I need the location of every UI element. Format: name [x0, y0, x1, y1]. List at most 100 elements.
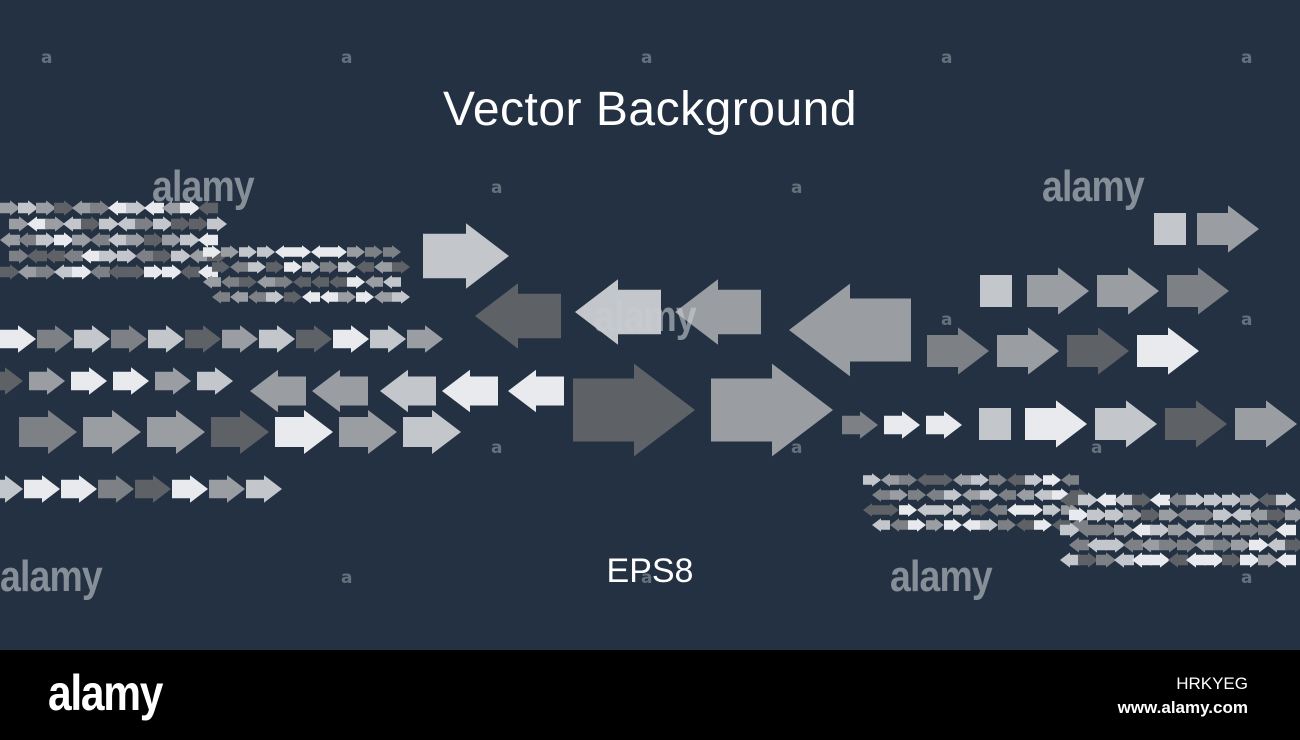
- arrow-left-icon: [1123, 537, 1143, 553]
- arrow-left-icon: [45, 248, 65, 264]
- arrow-right-icon: [370, 325, 406, 353]
- arrow-right-icon: [257, 245, 275, 259]
- arrow-left-icon: [162, 200, 182, 216]
- arrow-left-icon: [1267, 537, 1287, 553]
- arrow-right-icon: [1096, 552, 1116, 568]
- arrow-right-icon: [135, 216, 155, 232]
- arrow-right-icon: [989, 473, 1007, 487]
- watermark-mark: a: [341, 568, 353, 588]
- arrow-left-icon: [1276, 522, 1296, 538]
- arrow-left-icon: [72, 200, 92, 216]
- arrow-left-icon: [989, 503, 1007, 517]
- arrow-right-icon: [180, 200, 200, 216]
- arrow-left-icon: [230, 260, 248, 274]
- arrow-right-icon: [0, 200, 20, 216]
- arrow-right-icon: [0, 325, 36, 353]
- arrow-left-icon: [356, 260, 374, 274]
- arrow-right-icon: [155, 367, 191, 395]
- arrow-right-icon: [711, 363, 833, 457]
- arrow-right-icon: [1285, 537, 1300, 553]
- arrow-right-icon: [284, 290, 302, 304]
- arrow-right-icon: [36, 264, 56, 280]
- arrow-left-icon: [257, 275, 275, 289]
- watermark-logo: alamy: [1042, 162, 1145, 211]
- headline: Vector Background: [442, 83, 858, 136]
- arrow-right-icon: [890, 488, 908, 502]
- stock-footer-bar: [0, 650, 1300, 740]
- watermark-logo: alamy: [890, 552, 993, 601]
- square-icon: [1154, 213, 1186, 245]
- arrow-right-icon: [171, 248, 191, 264]
- arrow-right-icon: [1159, 507, 1179, 523]
- arrow-left-icon: [144, 200, 164, 216]
- arrow-left-icon: [27, 248, 47, 264]
- arrow-left-icon: [90, 264, 110, 280]
- arrow-left-icon: [1069, 537, 1089, 553]
- arrow-right-icon: [0, 264, 20, 280]
- arrow-right-icon: [113, 367, 149, 395]
- arrow-right-icon: [144, 232, 164, 248]
- arrow-right-icon: [248, 260, 266, 274]
- arrow-right-icon: [275, 410, 333, 454]
- arrow-right-icon: [338, 290, 356, 304]
- arrow-right-icon: [24, 475, 60, 503]
- arrow-right-icon: [90, 200, 110, 216]
- watermark-logo: alamy: [594, 292, 697, 341]
- arrow-left-icon: [1007, 503, 1025, 517]
- arrow-right-icon: [1213, 537, 1233, 553]
- arrow-left-icon: [1114, 492, 1134, 508]
- arrow-right-icon: [1087, 507, 1107, 523]
- arrow-right-icon: [162, 264, 182, 280]
- arrow-right-icon: [180, 232, 200, 248]
- image-id: HRKYEG: [1176, 674, 1248, 693]
- arrow-right-icon: [1258, 552, 1278, 568]
- arrow-left-icon: [275, 245, 293, 259]
- arrow-left-icon: [1096, 492, 1116, 508]
- arrow-right-icon: [144, 264, 164, 280]
- arrow-left-icon: [311, 245, 329, 259]
- arrow-left-icon: [203, 275, 221, 289]
- watermark-mark: a: [791, 178, 803, 198]
- arrow-right-icon: [239, 275, 257, 289]
- arrow-right-icon: [153, 248, 173, 264]
- footer-logo: alamy: [48, 665, 163, 721]
- arrow-right-icon: [1069, 507, 1089, 523]
- format-caption: EPS8: [606, 552, 694, 590]
- arrow-right-icon: [1105, 537, 1125, 553]
- arrow-right-icon: [392, 260, 410, 274]
- arrow-left-icon: [872, 518, 890, 532]
- arrow-left-icon: [962, 518, 980, 532]
- arrow-left-icon: [212, 290, 230, 304]
- arrow-right-icon: [1167, 267, 1229, 315]
- arrow-right-icon: [1204, 552, 1224, 568]
- arrow-left-icon: [890, 518, 908, 532]
- arrow-left-icon: [198, 200, 218, 216]
- arrow-left-icon: [1168, 492, 1188, 508]
- watermark-logo: alamy: [152, 162, 255, 211]
- arrow-left-icon: [312, 369, 368, 413]
- watermark-mark: a: [41, 48, 53, 68]
- arrow-right-icon: [971, 473, 989, 487]
- arrow-right-icon: [1141, 507, 1161, 523]
- arrow-left-icon: [180, 264, 200, 280]
- arrow-right-icon: [45, 216, 65, 232]
- arrow-left-icon: [230, 290, 248, 304]
- arrow-left-icon: [1078, 522, 1098, 538]
- arrow-right-icon: [365, 245, 383, 259]
- arrow-left-icon: [442, 369, 498, 413]
- arrow-right-icon: [1222, 492, 1242, 508]
- arrow-right-icon: [347, 275, 365, 289]
- watermark-mark: a: [491, 438, 503, 458]
- arrow-right-icon: [203, 245, 221, 259]
- arrow-right-icon: [29, 367, 65, 395]
- arrow-left-icon: [117, 216, 137, 232]
- arrow-left-icon: [475, 283, 561, 349]
- arrow-right-icon: [1177, 537, 1197, 553]
- arrow-left-icon: [1186, 522, 1206, 538]
- arrow-left-icon: [329, 275, 347, 289]
- square-icon: [980, 275, 1012, 307]
- arrow-right-icon: [1078, 492, 1098, 508]
- arrow-right-icon: [1025, 473, 1043, 487]
- arrow-right-icon: [383, 245, 401, 259]
- arrow-pattern: [0, 200, 1300, 568]
